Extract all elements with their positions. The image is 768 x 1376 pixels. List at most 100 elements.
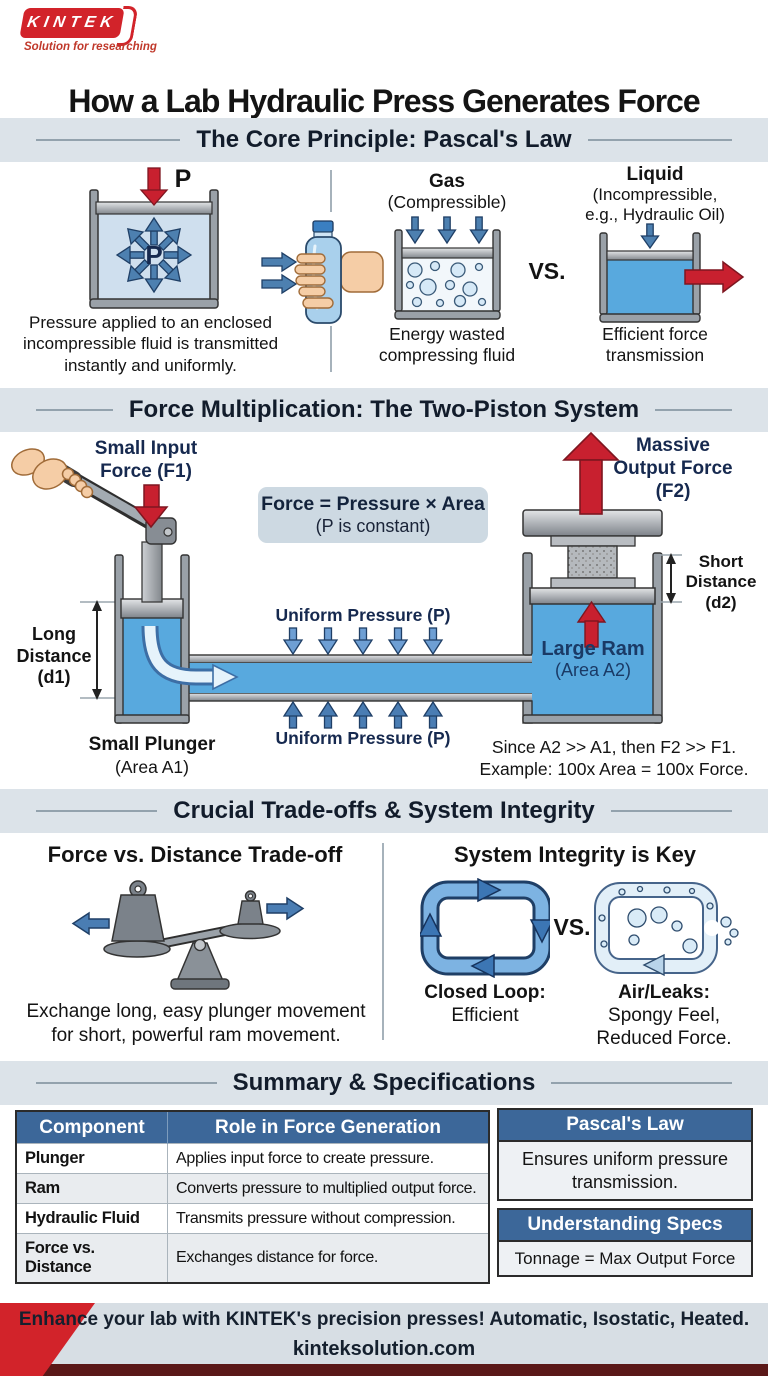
left-pan-icon <box>103 940 171 958</box>
divider-line <box>655 409 733 411</box>
closed-loop-title: Closed Loop: <box>424 982 546 1003</box>
hand-icon <box>11 448 94 499</box>
specs-box: Understanding Specs Tonnage = Max Output… <box>497 1208 753 1278</box>
pascal-law-box-title: Pascal's Law <box>499 1110 751 1142</box>
section-header-multiplication: Force Multiplication: The Two-Piston Sys… <box>0 388 768 432</box>
output-force-label: Massive Output Force (F2) <box>613 435 733 502</box>
uniform-pressure-top-label: Uniform Pressure (P) <box>275 605 451 625</box>
table-row: Force vs. Distance Exchanges distance fo… <box>16 1233 489 1283</box>
leaks-sub1: Spongy Feel, <box>608 1005 720 1026</box>
section-title: The Core Principle: Pascal's Law <box>196 126 572 153</box>
pascal-law-box: Pascal's Law Ensures uniform pressure tr… <box>497 1108 753 1201</box>
weak-flow-arrowhead-icon <box>642 953 665 977</box>
input-force-label: Small Input Force (F1) <box>94 438 198 482</box>
short-distance-label: Short Distance (d2) <box>685 552 757 612</box>
table-header-row: Component Role in Force Generation <box>16 1111 489 1144</box>
force-out-arrow-icon <box>684 260 745 294</box>
left-arrow-icon <box>71 911 110 936</box>
vs-label: VS. <box>528 258 566 284</box>
small-plunger-label: Small Plunger <box>88 734 216 755</box>
footer-band <box>0 1303 768 1364</box>
divider-line <box>610 810 733 812</box>
liquid-caption: Efficient force transmission <box>602 324 708 365</box>
section-title: Crucial Trade-offs & System Integrity <box>173 797 595 824</box>
col-header-role: Role in Force Generation <box>167 1111 489 1144</box>
input-pressure-arrow-icon <box>139 167 169 206</box>
kintek-logo: KINTEK <box>19 8 125 38</box>
bottle-cap-icon <box>312 220 334 233</box>
pressure-label-center: P <box>145 240 163 270</box>
fingers-icon <box>294 253 334 309</box>
multiplication-note-line1: Since A2 >> A1, then F2 >> F1. <box>491 737 737 757</box>
leaky-loop-illustration <box>594 882 739 977</box>
liquid-subtitle: (Incompressible, e.g., Hydraulic Oil) <box>585 185 725 224</box>
specs-box-body: Tonnage = Max Output Force <box>514 1249 736 1268</box>
heavy-weight-icon <box>111 894 165 942</box>
gas-subtitle: (Compressible) <box>387 192 507 212</box>
leak-droplets-icon <box>720 916 739 946</box>
component-table: Component Role in Force Generation Plung… <box>15 1110 490 1284</box>
column-divider <box>382 843 384 1040</box>
uniform-pressure-arrows-top-icon <box>282 627 444 656</box>
divider-line <box>36 1082 217 1084</box>
closed-loop-sub: Efficient <box>451 1005 519 1026</box>
squeeze-bottle-illustration <box>261 220 384 324</box>
divider-line <box>551 1082 733 1084</box>
cell-role: Converts pressure to multiplied output f… <box>167 1173 489 1204</box>
tradeoff-left-caption: Exchange long, easy plunger movement for… <box>26 1001 366 1046</box>
cell-component: Hydraulic Fluid <box>16 1203 168 1234</box>
squeeze-arrows-icon <box>261 251 298 295</box>
cell-component: Plunger <box>16 1143 168 1174</box>
table-row: Ram Converts pressure to multiplied outp… <box>16 1173 489 1204</box>
gas-title: Gas <box>429 171 465 192</box>
gas-bubbles-icon <box>405 260 487 308</box>
output-force-arrow-icon <box>562 431 620 515</box>
gas-caption: Energy wasted compressing fluid <box>378 324 516 365</box>
tradeoff-left-title: Force vs. Distance Trade-off <box>47 842 343 867</box>
flow-arrow-icon <box>141 625 239 691</box>
two-piston-press-illustration <box>11 431 682 729</box>
ram-up-arrow-icon <box>576 600 607 648</box>
d1-dimension-icon <box>80 601 118 699</box>
light-weight-icon <box>237 900 264 925</box>
column-divider <box>330 326 332 372</box>
page-title: How a Lab Hydraulic Press Generates Forc… <box>68 83 700 120</box>
kintek-logo-text: KINTEK <box>25 14 119 31</box>
sample-block-icon <box>567 545 618 579</box>
right-pan-icon <box>219 922 281 940</box>
pascal-caption: Pressure applied to an enclosed incompre… <box>22 313 279 375</box>
press-arrow-icon <box>640 223 660 250</box>
long-distance-label: Long Distance (d1) <box>16 624 92 688</box>
section-header-tradeoffs: Crucial Trade-offs & System Integrity <box>0 789 768 833</box>
liquid-title: Liquid <box>626 164 684 185</box>
table-row: Hydraulic Fluid Transmits pressure witho… <box>16 1203 489 1234</box>
small-plunger-sub-label: (Area A1) <box>115 757 189 777</box>
specs-box-title: Understanding Specs <box>499 1210 751 1242</box>
footer-cta: Enhance your lab with KINTEK's precision… <box>18 1309 750 1330</box>
vs-label-2: VS. <box>553 914 591 940</box>
footer-url: kinteksolution.com <box>292 1338 476 1360</box>
pressure-label-top: P <box>174 165 192 193</box>
liquid-container-illustration <box>599 223 745 323</box>
multiplication-note-line2: Example: 100x Area = 100x Force. <box>479 759 749 779</box>
cell-role: Exchanges distance for force. <box>167 1233 489 1283</box>
cell-component: Ram <box>16 1173 168 1204</box>
hand-icon <box>340 251 384 293</box>
cell-role: Transmits pressure without compression. <box>167 1203 489 1234</box>
section-title: Summary & Specifications <box>232 1069 536 1096</box>
formula-box: Force = Pressure × Area (P is constant) <box>258 487 488 543</box>
divider-line <box>36 409 113 411</box>
right-arrow-icon <box>266 896 305 921</box>
section-title: Force Multiplication: The Two-Piston Sys… <box>128 396 640 423</box>
large-ram-label: Large Ram <box>541 638 645 660</box>
footer-bottom-bar <box>0 1364 768 1376</box>
col-header-component: Component <box>16 1111 168 1144</box>
table-row: Plunger Applies input force to create pr… <box>16 1143 489 1174</box>
divider-line <box>36 810 158 812</box>
formula-note: (P is constant) <box>315 515 431 536</box>
divider-line <box>587 139 732 141</box>
tradeoff-right-title: System Integrity is Key <box>453 842 697 867</box>
pascal-law-box-body: Ensures uniform pressure transmission. <box>521 1149 729 1192</box>
balance-scale-illustration <box>71 880 305 990</box>
